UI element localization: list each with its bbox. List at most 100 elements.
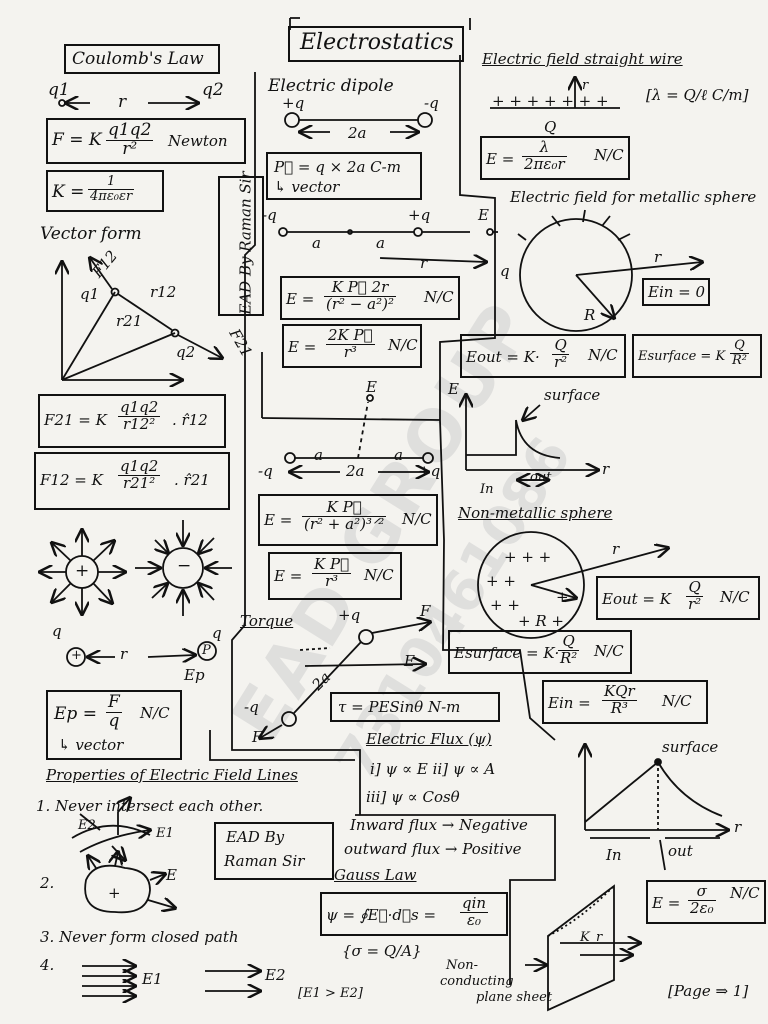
axial-num: K P⃗ 2r — [324, 279, 396, 297]
wire-field-box: E = λ 2πε₀r N/C — [480, 136, 630, 180]
negative-charge-sign: − — [177, 556, 192, 576]
nm-r: r — [612, 540, 620, 558]
r21-label: r21 — [116, 312, 143, 330]
graph1-out: out — [530, 470, 552, 485]
f21-num: q1q2 — [118, 398, 161, 417]
gauss-lhs: ψ = ∮E⃗·d⃗s = — [326, 906, 437, 924]
f21-tail: . r̂12 — [172, 411, 208, 429]
property-3: 3. Never form closed path — [40, 928, 239, 946]
ep-unit: N/C — [140, 704, 170, 722]
f12-den: r21² — [123, 473, 156, 492]
property-1: 1. Never intersect each other. — [36, 797, 264, 815]
point-q-label: q — [52, 622, 62, 640]
gauss-box: ψ = ∮E⃗·d⃗s = qin ε₀ — [320, 892, 508, 936]
e1b-label: E1 — [142, 970, 163, 988]
dipole-moment-box: P⃗ = q × 2a C-m ↳ vector — [266, 152, 422, 200]
metallic-eout-den: r² — [554, 352, 568, 371]
dipole-2a: 2a — [348, 124, 367, 142]
nm-eout-unit: N/C — [720, 588, 750, 606]
eq2-num: K P⃗ — [312, 555, 352, 574]
eq-den: (r² + a²)³ᐟ² — [304, 514, 385, 533]
graph2-r: r — [734, 818, 742, 836]
equatorial2-field-box: E = K P⃗ r³ N/C — [268, 552, 402, 600]
f12-box: F12 = K q1q2 r21² . r̂21 — [34, 452, 230, 510]
eq-minus-q: -q — [258, 462, 273, 480]
q1-label: q1 — [48, 80, 70, 100]
metallic-esurf-box: Esurface = K Q R² — [632, 334, 762, 378]
axial-field-box: E = K P⃗ 2r (r² − a²)² N/C — [280, 276, 460, 320]
equatorial-field-box: E = K P⃗ (r² + a²)³ᐟ² N/C — [258, 494, 438, 546]
field-lines-title: Properties of Electric Field Lines — [46, 766, 298, 784]
wire-lhs: E = — [486, 150, 515, 168]
nm-esurf-lhs: Esurface = K· — [454, 644, 560, 662]
torque-box: τ = PESinθ N-m — [330, 692, 500, 722]
ein-zero-box: Ein = 0 — [642, 278, 710, 306]
e2-label: E2 — [78, 818, 96, 833]
metallic-eout-unit: N/C — [588, 346, 618, 364]
graph1-in: In — [480, 482, 494, 497]
graph2-surface: surface — [662, 738, 719, 756]
flux-title: Electric Flux (ψ) — [366, 730, 492, 748]
vector-form-label: Vector form — [40, 224, 142, 244]
flux-inward: Inward flux → Negative — [350, 816, 528, 834]
ead-vertical-text: EAD By Raman Sir — [236, 171, 255, 315]
graph2-out: out — [668, 842, 693, 860]
graph2-in: In — [606, 846, 622, 864]
q2-vec-label: q2 — [176, 343, 196, 361]
axial-den: (r² − a²)² — [326, 294, 394, 313]
coulomb-title: Coulomb's Law — [72, 49, 204, 69]
k-den: 4πε₀εr — [90, 188, 133, 204]
nm-eout-box: Eout = K Q r² N/C — [596, 576, 760, 620]
f12-tail: . r̂21 — [174, 471, 210, 489]
k-lhs: K = — [52, 182, 85, 202]
ein-zero: Ein = 0 — [648, 283, 706, 301]
graph1-surface: surface — [544, 386, 601, 404]
torque-title: Torque — [240, 612, 294, 630]
axial-r: r — [420, 254, 428, 272]
nm-ein-lhs: Ein = — [548, 694, 591, 712]
metallic-esurf-num: Q — [730, 339, 749, 354]
nm-esurf-unit: N/C — [594, 642, 624, 660]
nonmetallic-title: Non-metallic sphere — [458, 504, 613, 522]
torque-f1: F — [420, 602, 431, 620]
nm-eout-num: Q — [686, 579, 704, 597]
q2-label: q2 — [202, 80, 224, 100]
eq-unit: N/C — [402, 510, 432, 528]
sheet-lhs: E = — [652, 894, 681, 912]
gauss-fraction: qin ε₀ — [460, 894, 489, 929]
nm-esurf-box: Esurface = K· Q R² N/C — [448, 630, 632, 674]
dipole-moment-note: ↳ vector — [274, 178, 340, 196]
wire-r: r — [582, 78, 589, 93]
coulomb-title-box: Coulomb's Law — [64, 44, 220, 74]
e1-label: E1 — [156, 826, 174, 841]
gauss-num: qin — [460, 894, 489, 913]
axial-lhs: E = — [286, 290, 315, 308]
f12-fraction: q1q2 r21² — [118, 458, 161, 492]
e2b-label: E2 — [265, 966, 286, 984]
eq-2a: 2a — [346, 462, 365, 480]
metallic-esurf-lhs: Esurface = K — [638, 349, 726, 364]
flux-line2: iii] ψ ∝ Cosθ — [366, 788, 460, 806]
eq-plus-q: +q — [418, 462, 441, 480]
nm-ein-fraction: KQr R³ — [602, 683, 637, 717]
metallic-eout-fraction: Q r² — [552, 337, 570, 371]
metallic-R: R — [584, 306, 596, 324]
force-lhs: F = K — [52, 130, 102, 150]
point-p-label: P — [202, 643, 211, 658]
torque-e: E — [404, 652, 415, 670]
ep-label: Ep — [184, 666, 205, 684]
nm-eout-lhs: Eout = K — [602, 590, 671, 608]
force-den: r² — [122, 138, 138, 159]
metallic-eout-box: Eout = K· Q r² N/C — [460, 334, 626, 378]
field-compare: [E1 > E2] — [298, 986, 363, 1001]
f21-fraction: q1q2 r12² — [118, 398, 161, 433]
torque-minus-q: -q — [244, 698, 259, 716]
wire-den: 2πε₀r — [524, 154, 565, 173]
gauss-title: Gauss Law — [334, 866, 417, 884]
point-plus: + — [71, 648, 82, 663]
nm-plus-4: + — [556, 588, 569, 606]
force-fraction: q1q2 r² — [106, 121, 154, 159]
eq-e-label: E — [366, 378, 377, 396]
eq-lhs: E = — [264, 511, 293, 529]
eq-a2: a — [394, 446, 403, 464]
